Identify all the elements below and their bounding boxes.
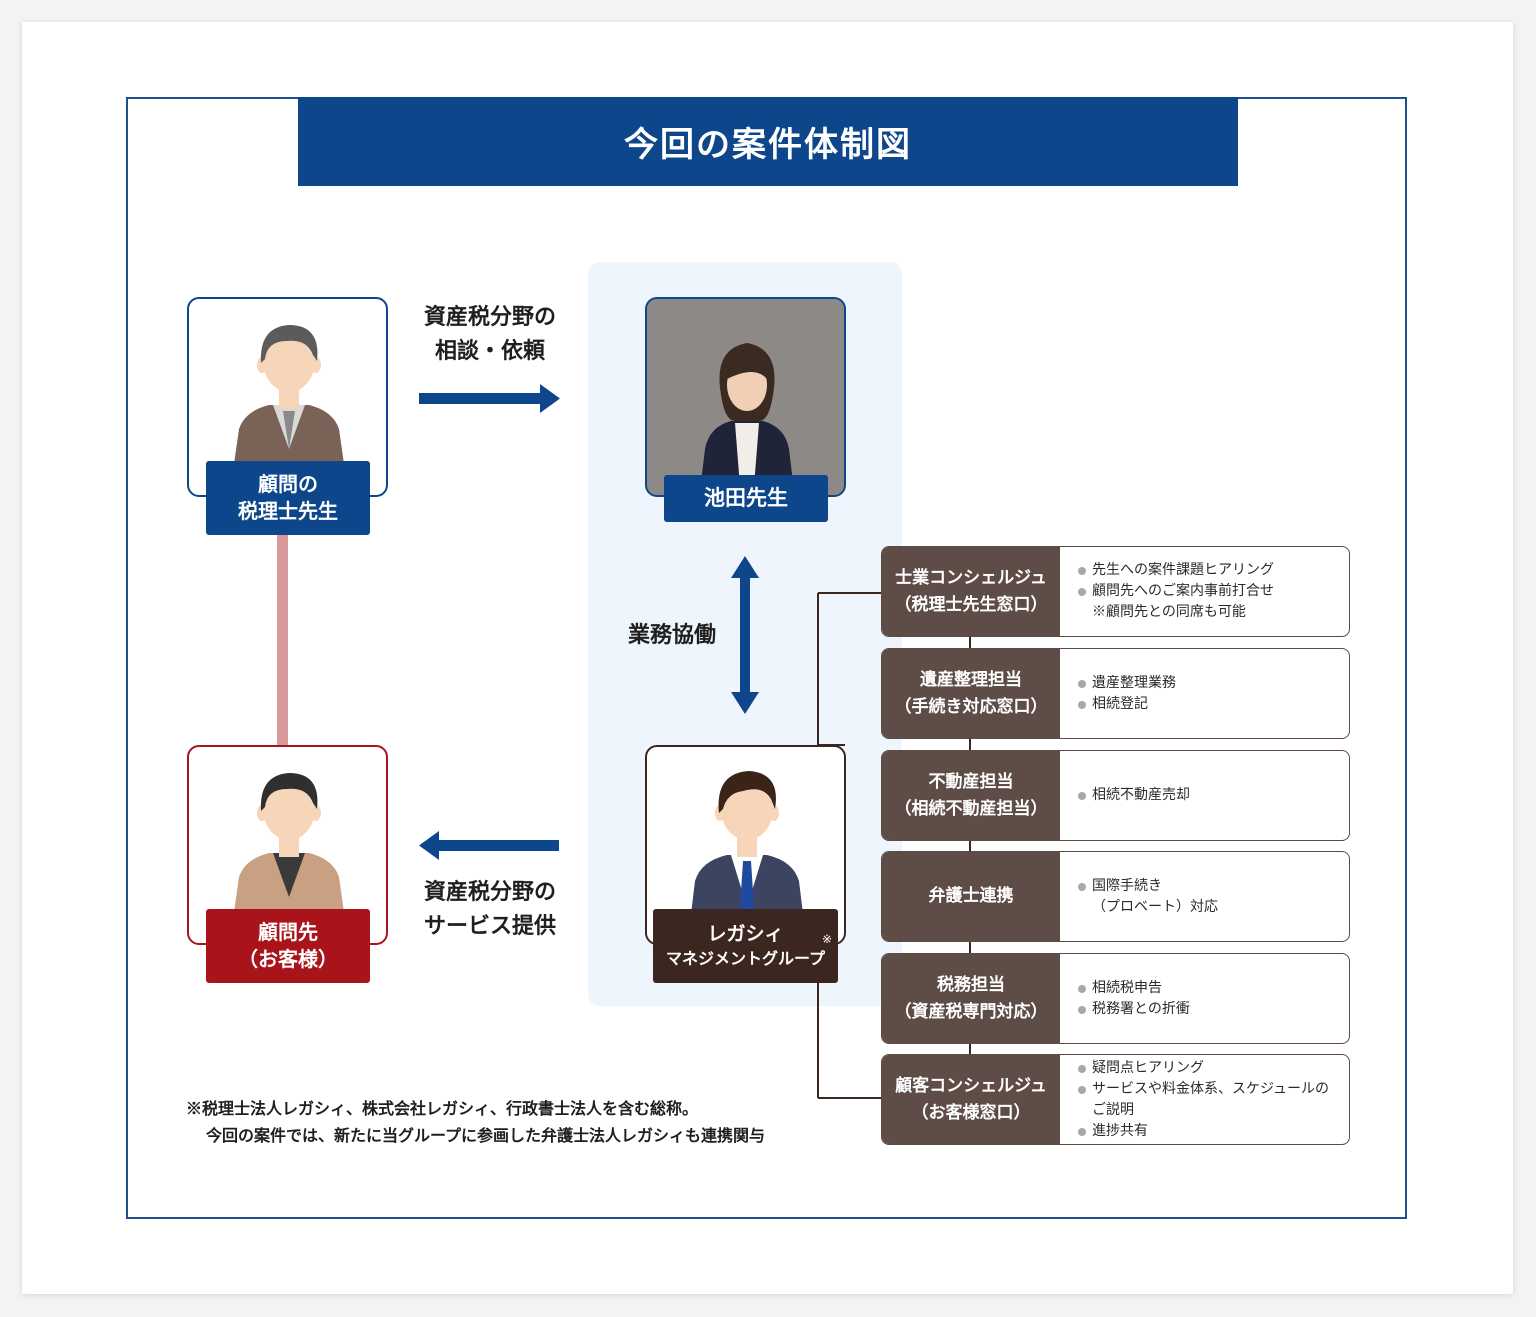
role-item: 相続不動産売却 bbox=[1076, 785, 1343, 806]
role-items: 疑問点ヒアリングサービスや料金体系、スケジュールのご説明進捗共有 bbox=[1076, 1055, 1343, 1144]
role-items: 相続税申告税務署との折衝 bbox=[1076, 954, 1343, 1043]
role-card: 遺産整理担当 （手続き対応窓口） 遺産整理業務相続登記 bbox=[881, 648, 1350, 739]
role-items: 遺産整理業務相続登記 bbox=[1076, 649, 1343, 738]
role-item: 相続登記 bbox=[1076, 694, 1343, 715]
role-card-head: 弁護士連携 bbox=[882, 852, 1060, 941]
footnote: ※税理士法人レガシィ、株式会社レガシィ、行政書士法人を含む総称。 今回の案件では… bbox=[186, 1095, 765, 1149]
advisor-client-link bbox=[277, 530, 288, 750]
role-subtitle: （お客様窓口） bbox=[911, 1102, 1031, 1123]
role-items: 相続不動産売却 bbox=[1076, 751, 1343, 840]
page-title: 今回の案件体制図 bbox=[298, 97, 1238, 186]
legacy-label-line2: マネジメントグループ bbox=[665, 949, 826, 969]
role-item: 疑問点ヒアリング bbox=[1076, 1058, 1343, 1079]
role-title: 顧客コンシェルジュ bbox=[895, 1076, 1047, 1097]
consult-text-line2: 相談・依頼 bbox=[434, 338, 545, 365]
role-subtitle: （手続き対応窓口） bbox=[894, 696, 1048, 717]
footnote-line1: ※税理士法人レガシィ、株式会社レガシィ、行政書士法人を含む総称。 bbox=[186, 1099, 699, 1118]
client-label-line1: 顧問先 bbox=[258, 920, 318, 944]
footnote-line2: 今回の案件では、新たに当グループに参画した弁護士法人レガシィも連携関与 bbox=[206, 1126, 766, 1146]
service-text-line2: サービス提供 bbox=[423, 913, 556, 940]
ikeda-label: 池田先生 bbox=[664, 475, 828, 522]
role-card-head: 遺産整理担当 （手続き対応窓口） bbox=[882, 649, 1060, 738]
ikeda-box bbox=[645, 297, 846, 497]
role-card-head: 税務担当 （資産税専門対応） bbox=[882, 954, 1060, 1043]
arrow-updown bbox=[731, 556, 759, 714]
role-card-head: 士業コンシェルジュ （税理士先生窓口） bbox=[882, 547, 1060, 636]
advisor-tax-label-line1: 顧問の bbox=[258, 472, 318, 496]
role-title: 士業コンシェルジュ bbox=[895, 568, 1047, 589]
role-subtitle: （資産税専門対応） bbox=[894, 1001, 1048, 1022]
collab-text: 業務協働 bbox=[627, 622, 716, 648]
role-title: 遺産整理担当 bbox=[920, 670, 1022, 691]
role-item: 先生への案件課題ヒアリング bbox=[1076, 560, 1343, 581]
role-item-note: ※顧問先との同席も可能 bbox=[1092, 604, 1246, 620]
service-text: 資産税分野の サービス提供 bbox=[405, 875, 575, 943]
role-item: サービスや料金体系、スケジュールのご説明 bbox=[1076, 1079, 1343, 1121]
client-label: 顧問先 （お客様） bbox=[206, 909, 370, 983]
legacy-label-line1: レガシィ bbox=[707, 923, 784, 946]
role-item: 国際手続き bbox=[1076, 876, 1343, 897]
role-card: 顧客コンシェルジュ （お客様窓口） 疑問点ヒアリングサービスや料金体系、スケジュール… bbox=[881, 1054, 1350, 1145]
role-card: 不動産担当 （相続不動産担当） 相続不動産売却 bbox=[881, 750, 1350, 841]
role-title: 税務担当 bbox=[937, 975, 1005, 996]
photo-icon bbox=[647, 299, 844, 495]
role-card: 士業コンシェルジュ （税理士先生窓口） 先生への案件課題ヒアリング顧問先へのご案内事… bbox=[881, 546, 1350, 637]
role-item-note: （プロベート）対応 bbox=[1092, 898, 1218, 915]
arrow-left bbox=[419, 831, 559, 860]
role-subtitle: （税理士先生窓口） bbox=[894, 594, 1048, 615]
service-text-line1: 資産税分野の bbox=[423, 879, 556, 905]
role-item: 遺産整理業務 bbox=[1076, 673, 1343, 694]
arrow-right bbox=[419, 384, 560, 413]
role-subtitle: （相続不動産担当） bbox=[894, 798, 1048, 819]
role-items: 国際手続き（プロベート）対応 bbox=[1076, 852, 1343, 941]
role-card: 税務担当 （資産税専門対応） 相続税申告税務署との折衝 bbox=[881, 953, 1350, 1044]
legacy-label-mark: ※ bbox=[821, 932, 832, 946]
role-items: 先生への案件課題ヒアリング顧問先へのご案内事前打合せ ※顧問先との同席も可能 bbox=[1076, 547, 1343, 636]
consult-text-line1: 資産税分野の bbox=[423, 304, 556, 330]
role-item: 税務署との折衝 bbox=[1076, 999, 1343, 1020]
role-title: 弁護士連携 bbox=[928, 886, 1014, 907]
role-title: 不動産担当 bbox=[928, 772, 1014, 793]
role-item: 顧問先へのご案内事前打合せ bbox=[1076, 581, 1343, 602]
legacy-label: レガシィ マネジメントグループ ※ bbox=[653, 909, 838, 983]
advisor-tax-label: 顧問の 税理士先生 bbox=[206, 461, 370, 535]
client-label-line2: （お客様） bbox=[238, 947, 338, 971]
role-card: 弁護士連携 国際手続き（プロベート）対応 bbox=[881, 851, 1350, 942]
consult-text: 資産税分野の 相談・依頼 bbox=[412, 300, 568, 368]
role-item: 進捗共有 bbox=[1076, 1121, 1343, 1142]
role-item: 相続税申告 bbox=[1076, 978, 1343, 999]
role-card-head: 不動産担当 （相続不動産担当） bbox=[882, 751, 1060, 840]
advisor-tax-label-line2: 税理士先生 bbox=[238, 499, 338, 523]
role-card-head: 顧客コンシェルジュ （お客様窓口） bbox=[882, 1055, 1060, 1144]
